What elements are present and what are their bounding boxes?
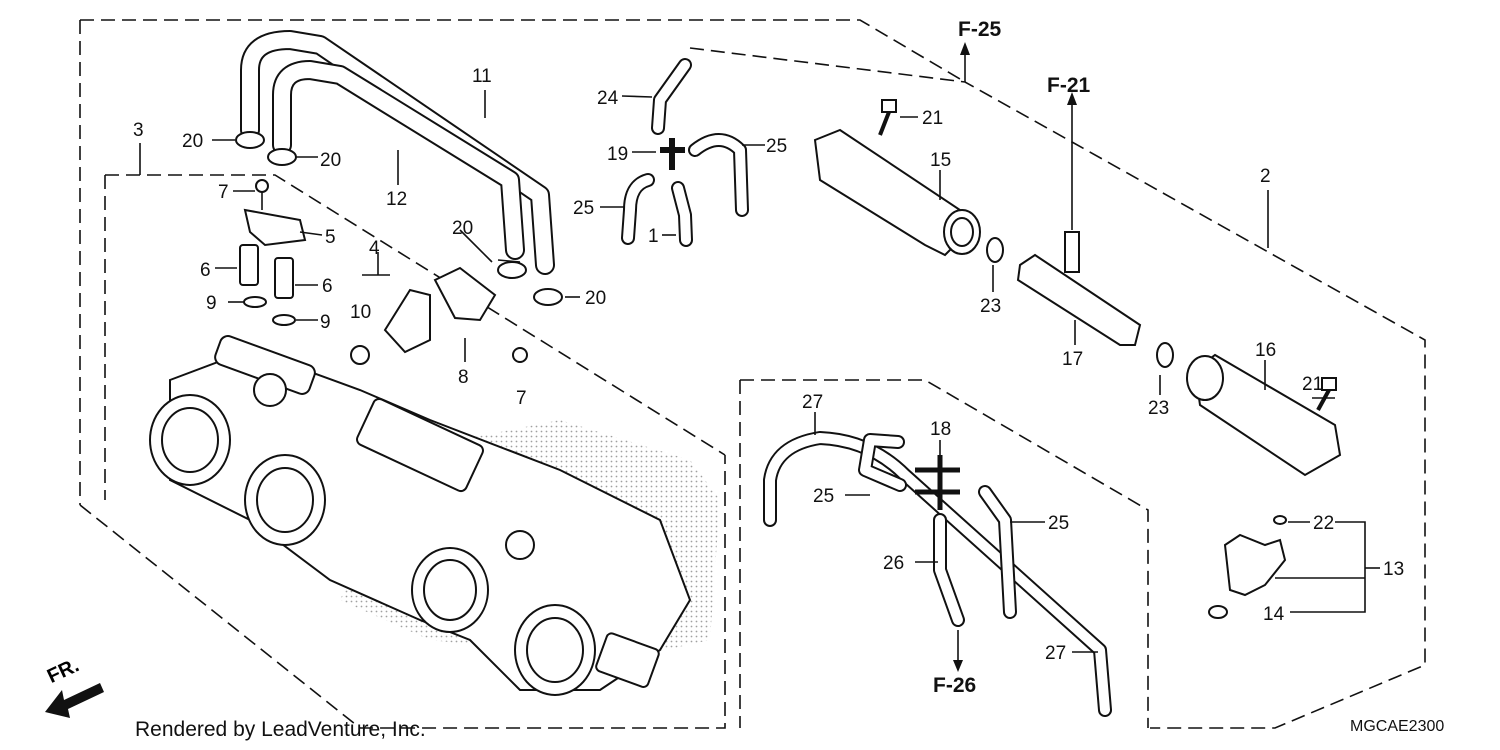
callout-22: 22: [1313, 513, 1334, 534]
joint-17: [1016, 231, 1142, 346]
callout-14: 14: [1263, 604, 1285, 625]
diagram-code: MGCAE2300: [1350, 718, 1445, 735]
hose-26: [933, 513, 965, 627]
hose-25-detail: [858, 433, 1017, 619]
callout-2: 2: [1260, 166, 1271, 187]
callout-26: 26: [883, 553, 904, 574]
hose-25-upper: [621, 133, 749, 245]
callout-8: 8: [458, 367, 469, 388]
callout-13: 13: [1383, 559, 1404, 580]
callout-18: 18: [930, 419, 951, 440]
callout-23: 23: [980, 296, 1001, 317]
callout-27: 27: [802, 392, 823, 413]
bolt-21: [878, 99, 1337, 411]
screw-7: [255, 179, 528, 363]
callout-15: 15: [930, 150, 951, 171]
throttle-body-group-outline: [104, 174, 726, 500]
sensor-4: [350, 288, 431, 365]
callout-9: 9: [320, 312, 331, 333]
joint-18: [915, 455, 960, 510]
reference-f25: F-25: [958, 18, 1002, 41]
callout-25: 25: [813, 486, 834, 507]
o-ring-9: [243, 296, 296, 326]
fuel-rail-15: [813, 128, 981, 257]
callout-25: 25: [1048, 513, 1069, 534]
hose-12: [272, 60, 525, 260]
callout-4: 4: [369, 238, 380, 259]
callout-25: 25: [766, 136, 787, 157]
throttle-body-assembly: [149, 335, 692, 696]
plate-8: [433, 266, 497, 322]
credit-text: Rendered by LeadVenture, Inc.: [135, 718, 426, 741]
callout-20: 20: [585, 288, 606, 309]
nipple-6: [239, 244, 294, 299]
callout-5: 5: [325, 227, 336, 248]
reference-f21: F-21: [1047, 74, 1091, 97]
callout-16: 16: [1255, 340, 1276, 361]
callout-7: 7: [516, 388, 527, 409]
o-ring-23: [986, 237, 1174, 368]
clamp-20: [235, 131, 563, 306]
callout-20: 20: [182, 131, 203, 152]
leader-lines: [139, 90, 1380, 653]
hose-1: [671, 181, 693, 247]
callout-6: 6: [200, 260, 211, 281]
fuel-rail-16: [1186, 353, 1342, 477]
callout-23: 23: [1148, 398, 1169, 419]
reference-f26: F-26: [933, 674, 976, 697]
callout-25: 25: [573, 198, 594, 219]
callout-20: 20: [452, 218, 473, 239]
callout-1: 1: [648, 226, 659, 247]
callout-3: 3: [133, 120, 144, 141]
bracket-5: [243, 208, 307, 247]
callout-19: 19: [607, 144, 628, 165]
callout-12: 12: [386, 189, 407, 210]
hose-11: [240, 30, 555, 275]
callout-27: 27: [1045, 643, 1066, 664]
callout-9: 9: [206, 293, 217, 314]
callout-7: 7: [218, 182, 229, 203]
callout-10: 10: [350, 302, 371, 323]
front-arrow-icon: [45, 683, 104, 718]
injector-13: [1208, 515, 1287, 619]
reference-labels: F-25 F-21 F-26: [933, 18, 1091, 697]
callout-20: 20: [320, 150, 341, 171]
callout-17: 17: [1062, 349, 1083, 370]
hose-detail-outline: [739, 379, 1149, 728]
hose-27: [763, 431, 1112, 717]
callout-21: 21: [922, 108, 943, 129]
assembly-outline-main: [79, 19, 1426, 729]
callout-labels: 3 20 20 11 12 7 5 4 6 6 9 9 10 8 7 20 20…: [133, 66, 1404, 664]
reference-arrows: [953, 42, 1077, 672]
callout-6: 6: [322, 276, 333, 297]
callout-24: 24: [597, 88, 619, 109]
callout-11: 11: [472, 66, 492, 87]
callout-21: 21: [1302, 374, 1323, 395]
hose-24: [651, 58, 692, 135]
joint-19: [660, 138, 685, 170]
